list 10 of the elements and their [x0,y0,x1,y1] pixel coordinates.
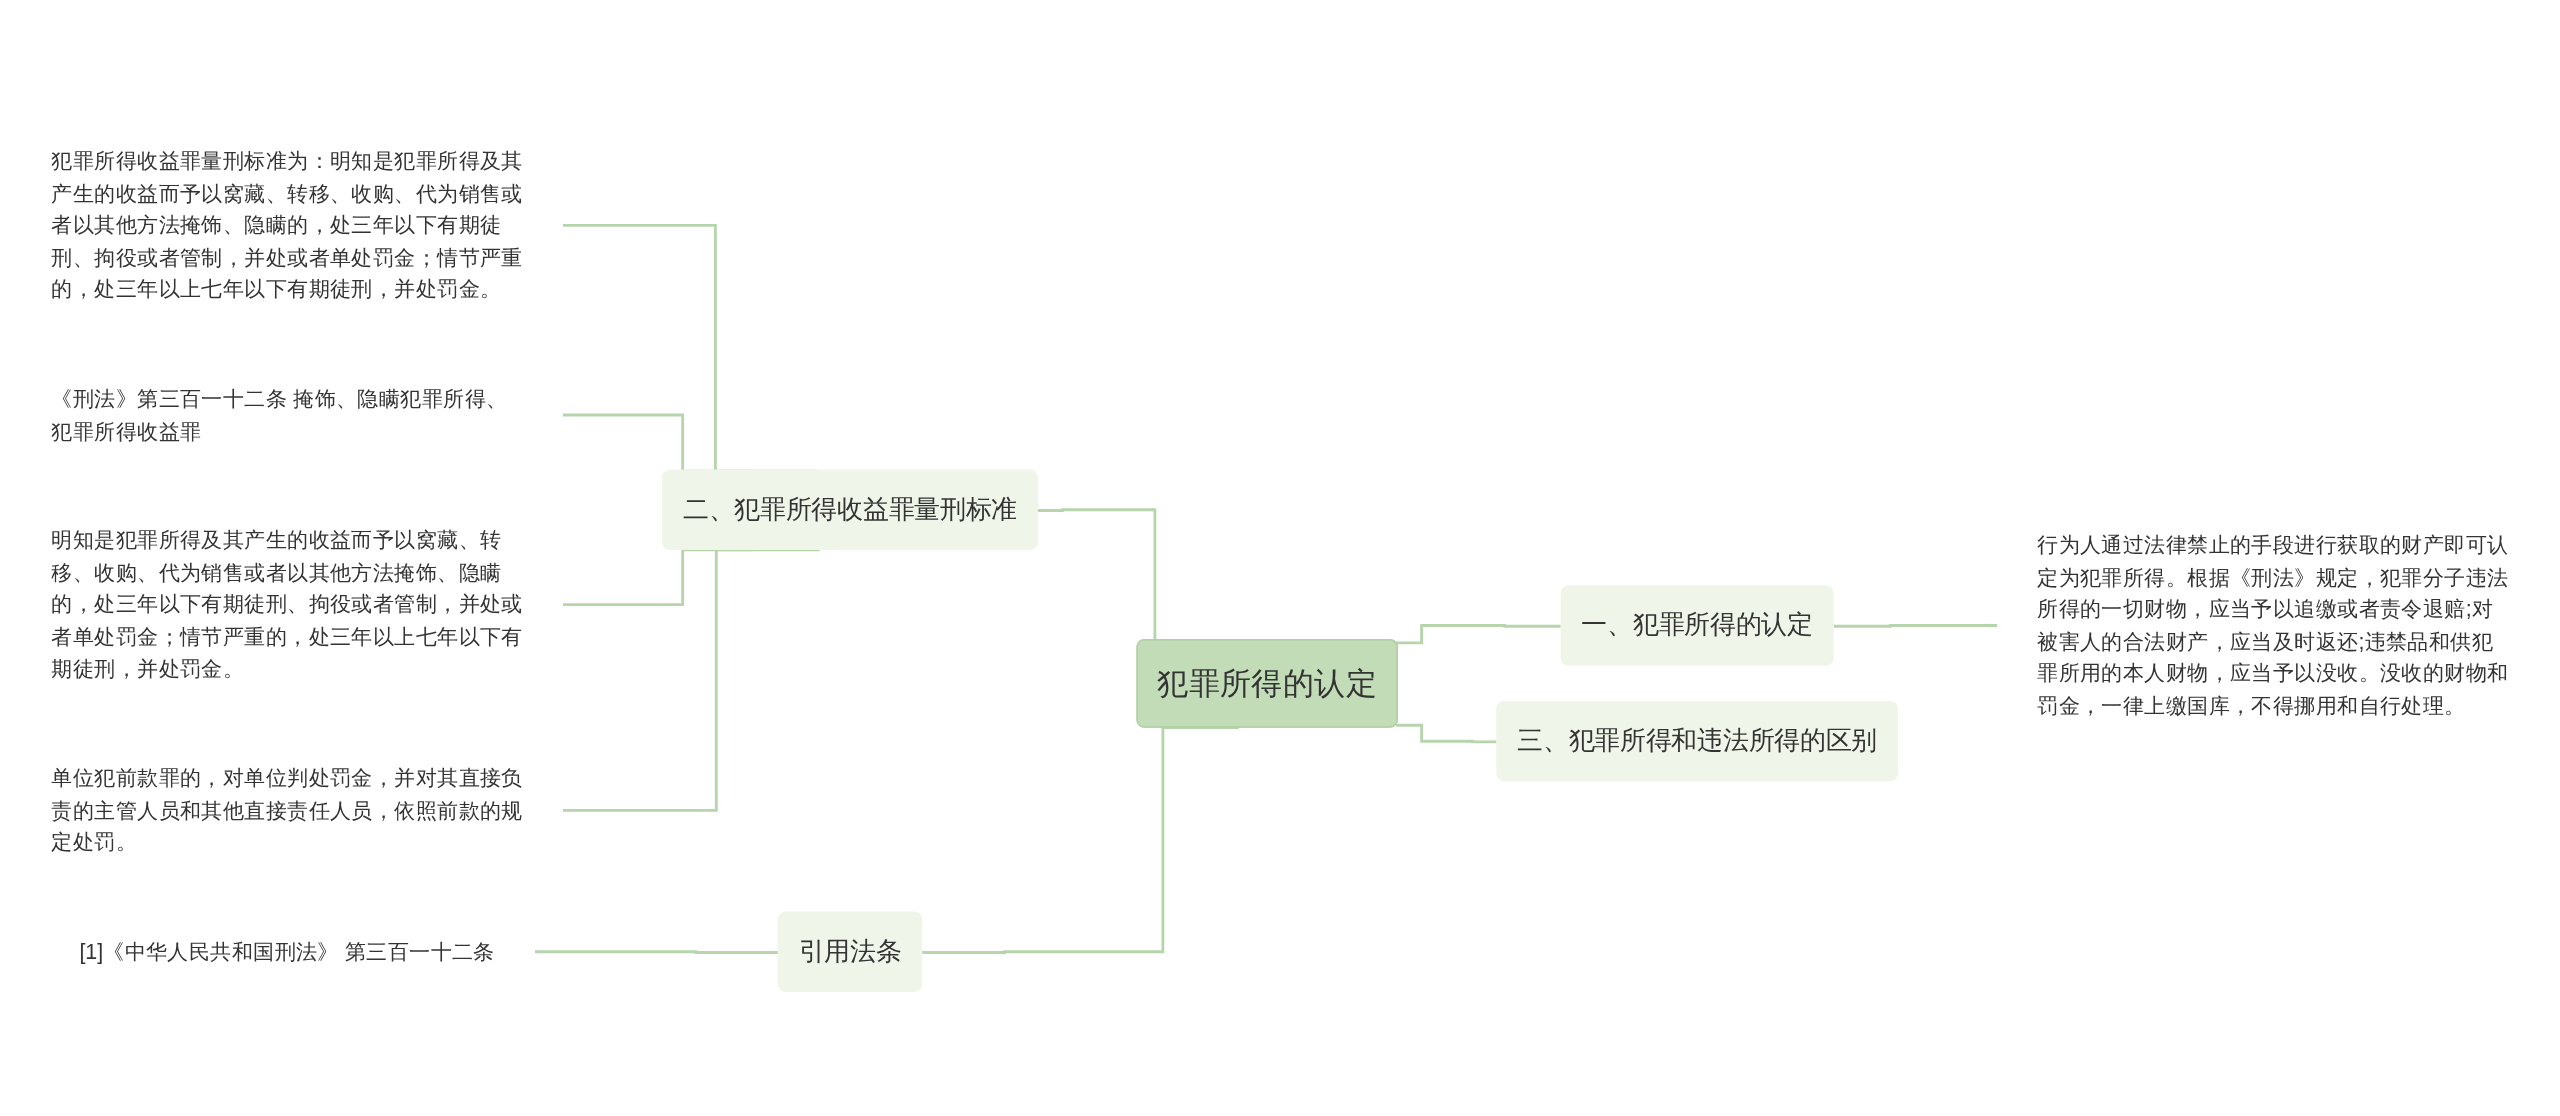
node-text: [1]《中华人民共和国刑法》 第三百一十二条 [79,938,495,963]
node-text: 单位犯前款罪的，对单位判处罚金，并对其直接负责的主管人员和其他直接责任人员，依照前款的规定处罚。 [51,764,523,854]
node-text: 犯罪所得收益罪量刑标准为：明知是犯罪所得及其产生的收益而予以窝藏、转移、收购、代为销售或者以其他方法掩饰、隐瞒的，处三年以下有期徒刑、拘役或者管制，并处或者单处罚金；情节严重的，处三年以上七年以下有期徒刑，并处罚金。 [51,147,523,301]
connector [1833,624,1998,628]
connector [1396,723,1498,744]
node-text: 行为人通过法律禁止的手段进行获取的财产即可认定为犯罪所得。根据《刑法》规定，犯罪分子违法所得的一切财物，应当予以追缴或者责令退赔;对被害人的合法财产，应当及时返还;违禁品和供犯罪所用的本人财物，应当予以没收。没收的财物和罚金，一律上缴国库，不得挪用和自行处理。 [2037,531,2509,717]
node-text: 《刑法》第三百一十二条 掩饰、隐瞒犯罪所得、犯罪所得收益罪 [51,385,508,443]
node-text: 明知是犯罪所得及其产生的收益而予以窝藏、转移、收购、代为销售或者以其他方法掩饰、隐瞒的，处三年以下有期徒刑、拘役或者管制，并处或者单处罚金；情节严重的，处三年以上七年以下有期徒刑，并处罚金。 [51,527,523,680]
connector [922,726,1239,954]
connector [562,548,820,812]
